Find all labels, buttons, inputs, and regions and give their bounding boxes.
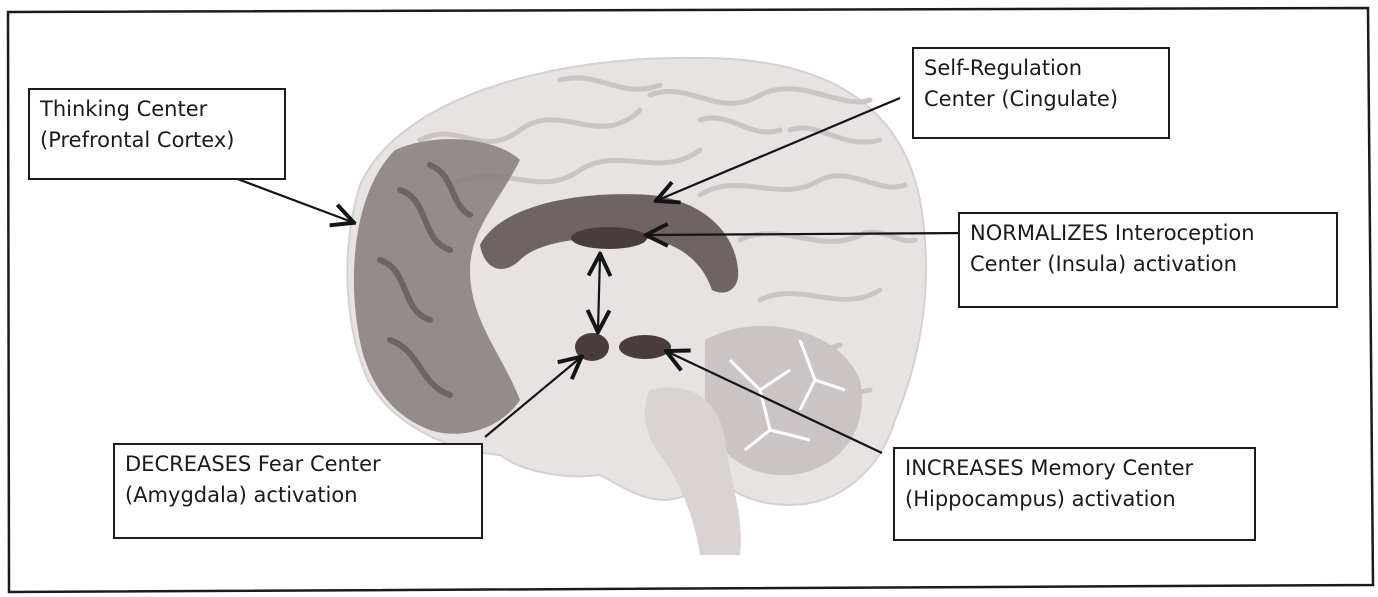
amygdala-nucleus [575,333,609,361]
decreases-amygdala-line2: (Amygdala) activation [125,480,471,511]
normalizes-insula-label: NORMALIZES Interoception Center (Insula)… [958,212,1338,308]
self-regulation-line2: Center (Cingulate) [924,84,1158,115]
thinking-center-line2: (Prefrontal Cortex) [40,125,274,156]
insula-nucleus [571,227,647,249]
decreases-amygdala-line1: DECREASES Fear Center [125,449,471,480]
arrow-prefrontal [235,178,352,222]
normalizes-insula-line2: Center (Insula) activation [970,249,1326,280]
thinking-center-line1: Thinking Center [40,94,274,125]
increases-hippocampus-line1: INCREASES Memory Center [905,453,1244,484]
self-regulation-line1: Self-Regulation [924,53,1158,84]
increases-hippocampus-label: INCREASES Memory Center (Hippocampus) ac… [893,447,1256,541]
increases-hippocampus-line2: (Hippocampus) activation [905,484,1244,515]
self-regulation-label: Self-Regulation Center (Cingulate) [912,47,1170,139]
normalizes-insula-line1: NORMALIZES Interoception [970,218,1326,249]
hippocampus-nucleus [619,335,671,359]
decreases-amygdala-label: DECREASES Fear Center (Amygdala) activat… [113,443,483,539]
thinking-center-label: Thinking Center (Prefrontal Cortex) [28,88,286,180]
